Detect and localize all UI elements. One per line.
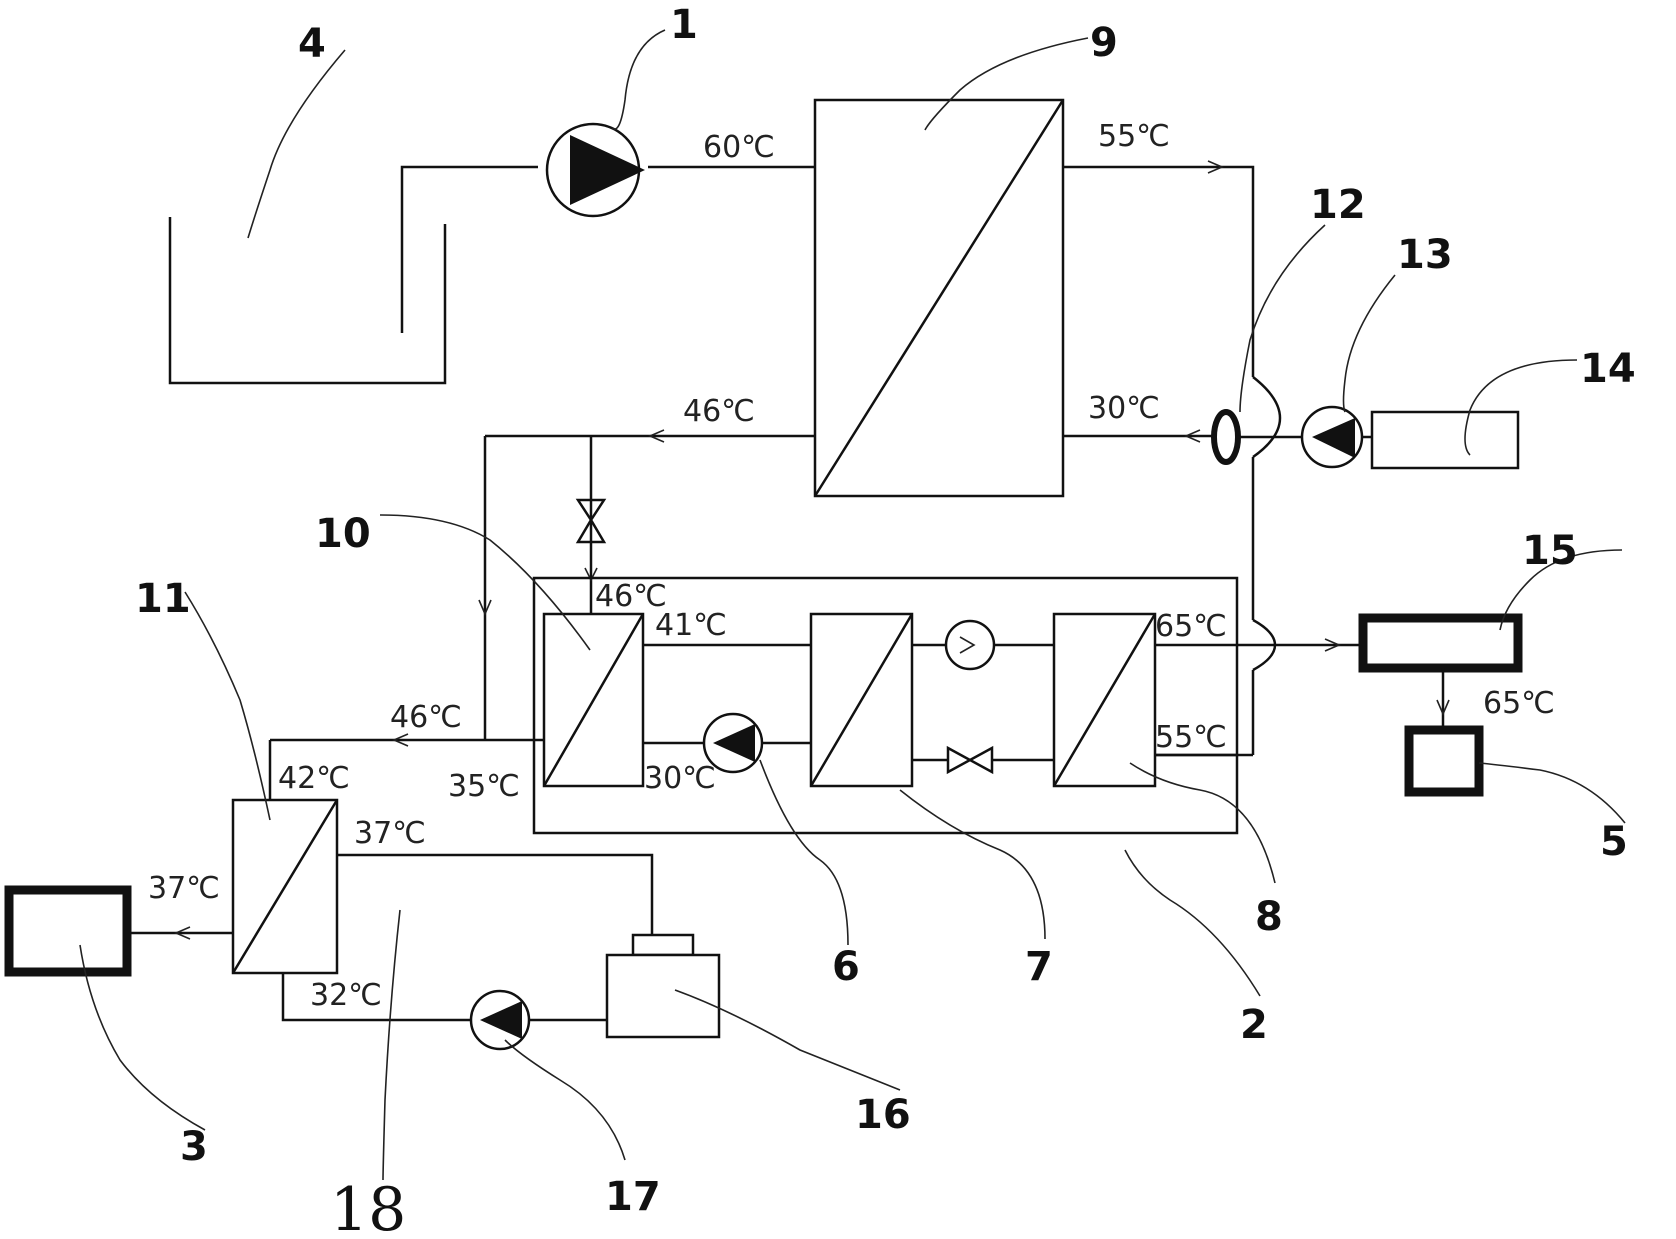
label-17: 17 xyxy=(605,1174,661,1220)
tank-14 xyxy=(1370,410,1520,470)
label-7: 7 xyxy=(1025,944,1053,990)
label-2: 2 xyxy=(1240,1002,1268,1048)
user-5 xyxy=(1404,725,1484,797)
temp-65-hx8: 65℃ xyxy=(1155,609,1227,644)
user-3 xyxy=(4,885,132,977)
tank-15 xyxy=(1358,613,1523,673)
expansion-valve xyxy=(946,745,994,775)
heat-exchanger-7 xyxy=(809,612,914,788)
label-4: 4 xyxy=(298,21,326,67)
label-10: 10 xyxy=(315,511,371,557)
temp-37-left: 37℃ xyxy=(148,871,220,906)
heat-exchanger-10 xyxy=(542,612,645,788)
pipe-hx9-outlet-46 xyxy=(478,429,815,740)
temp-41: 41℃ xyxy=(655,608,727,643)
temp-37-right: 37℃ xyxy=(354,816,426,851)
temp-42: 42℃ xyxy=(278,761,350,796)
label-14: 14 xyxy=(1580,346,1636,392)
label-5: 5 xyxy=(1600,819,1628,865)
label-1: 1 xyxy=(670,2,698,48)
pipe-hx11-to-3 xyxy=(127,926,233,940)
pump-13 xyxy=(1300,405,1364,469)
heat-exchanger-8 xyxy=(1052,612,1157,788)
temp-30-right: 30℃ xyxy=(1088,391,1160,426)
pump-17 xyxy=(469,989,531,1051)
pipe-hx10-left xyxy=(268,733,544,800)
temp-60: 60℃ xyxy=(703,130,775,165)
label-11: 11 xyxy=(135,576,191,622)
label-12: 12 xyxy=(1310,182,1366,228)
temp-30-hx10: 30℃ xyxy=(644,761,716,796)
temp-46-hx9: 46℃ xyxy=(683,394,755,429)
temp-46-hx10: 46℃ xyxy=(595,579,667,614)
pipe-15-to-5 xyxy=(1436,668,1450,730)
label-13: 13 xyxy=(1397,232,1453,278)
device-16 xyxy=(605,933,721,1039)
source-pool xyxy=(168,165,538,385)
pipe-loop-17 xyxy=(281,973,607,1022)
temp-35: 35℃ xyxy=(448,769,520,804)
heat-exchanger-11 xyxy=(231,798,339,975)
pipe-crossover xyxy=(1252,376,1282,459)
label-6: 6 xyxy=(832,944,860,990)
temp-32: 32℃ xyxy=(310,978,382,1013)
pipe-hx11-to-16 xyxy=(337,853,654,935)
temp-55-hx8: 55℃ xyxy=(1155,720,1227,755)
temp-65-tank15: 65℃ xyxy=(1483,686,1555,721)
temp-46-bypass: 46℃ xyxy=(390,700,462,735)
pump-1 xyxy=(545,122,645,218)
label-8: 8 xyxy=(1255,894,1283,940)
heat-pump-unit-2 xyxy=(532,576,1239,835)
pipe-hx9-inlet-30 xyxy=(1063,429,1214,443)
label-15: 15 xyxy=(1522,528,1578,574)
label-9: 9 xyxy=(1090,20,1118,66)
pipe-hx8-to-15 xyxy=(1155,638,1363,757)
label-18: 18 xyxy=(330,1175,406,1239)
label-16: 16 xyxy=(855,1092,911,1138)
flow-meter-12 xyxy=(1211,409,1241,465)
compressor-small xyxy=(944,619,996,671)
label-3: 3 xyxy=(180,1124,208,1170)
heat-exchanger-9 xyxy=(813,98,1065,498)
temp-55-top: 55℃ xyxy=(1098,119,1170,154)
valve-branch xyxy=(575,498,607,582)
leader-lines xyxy=(79,29,1626,1181)
